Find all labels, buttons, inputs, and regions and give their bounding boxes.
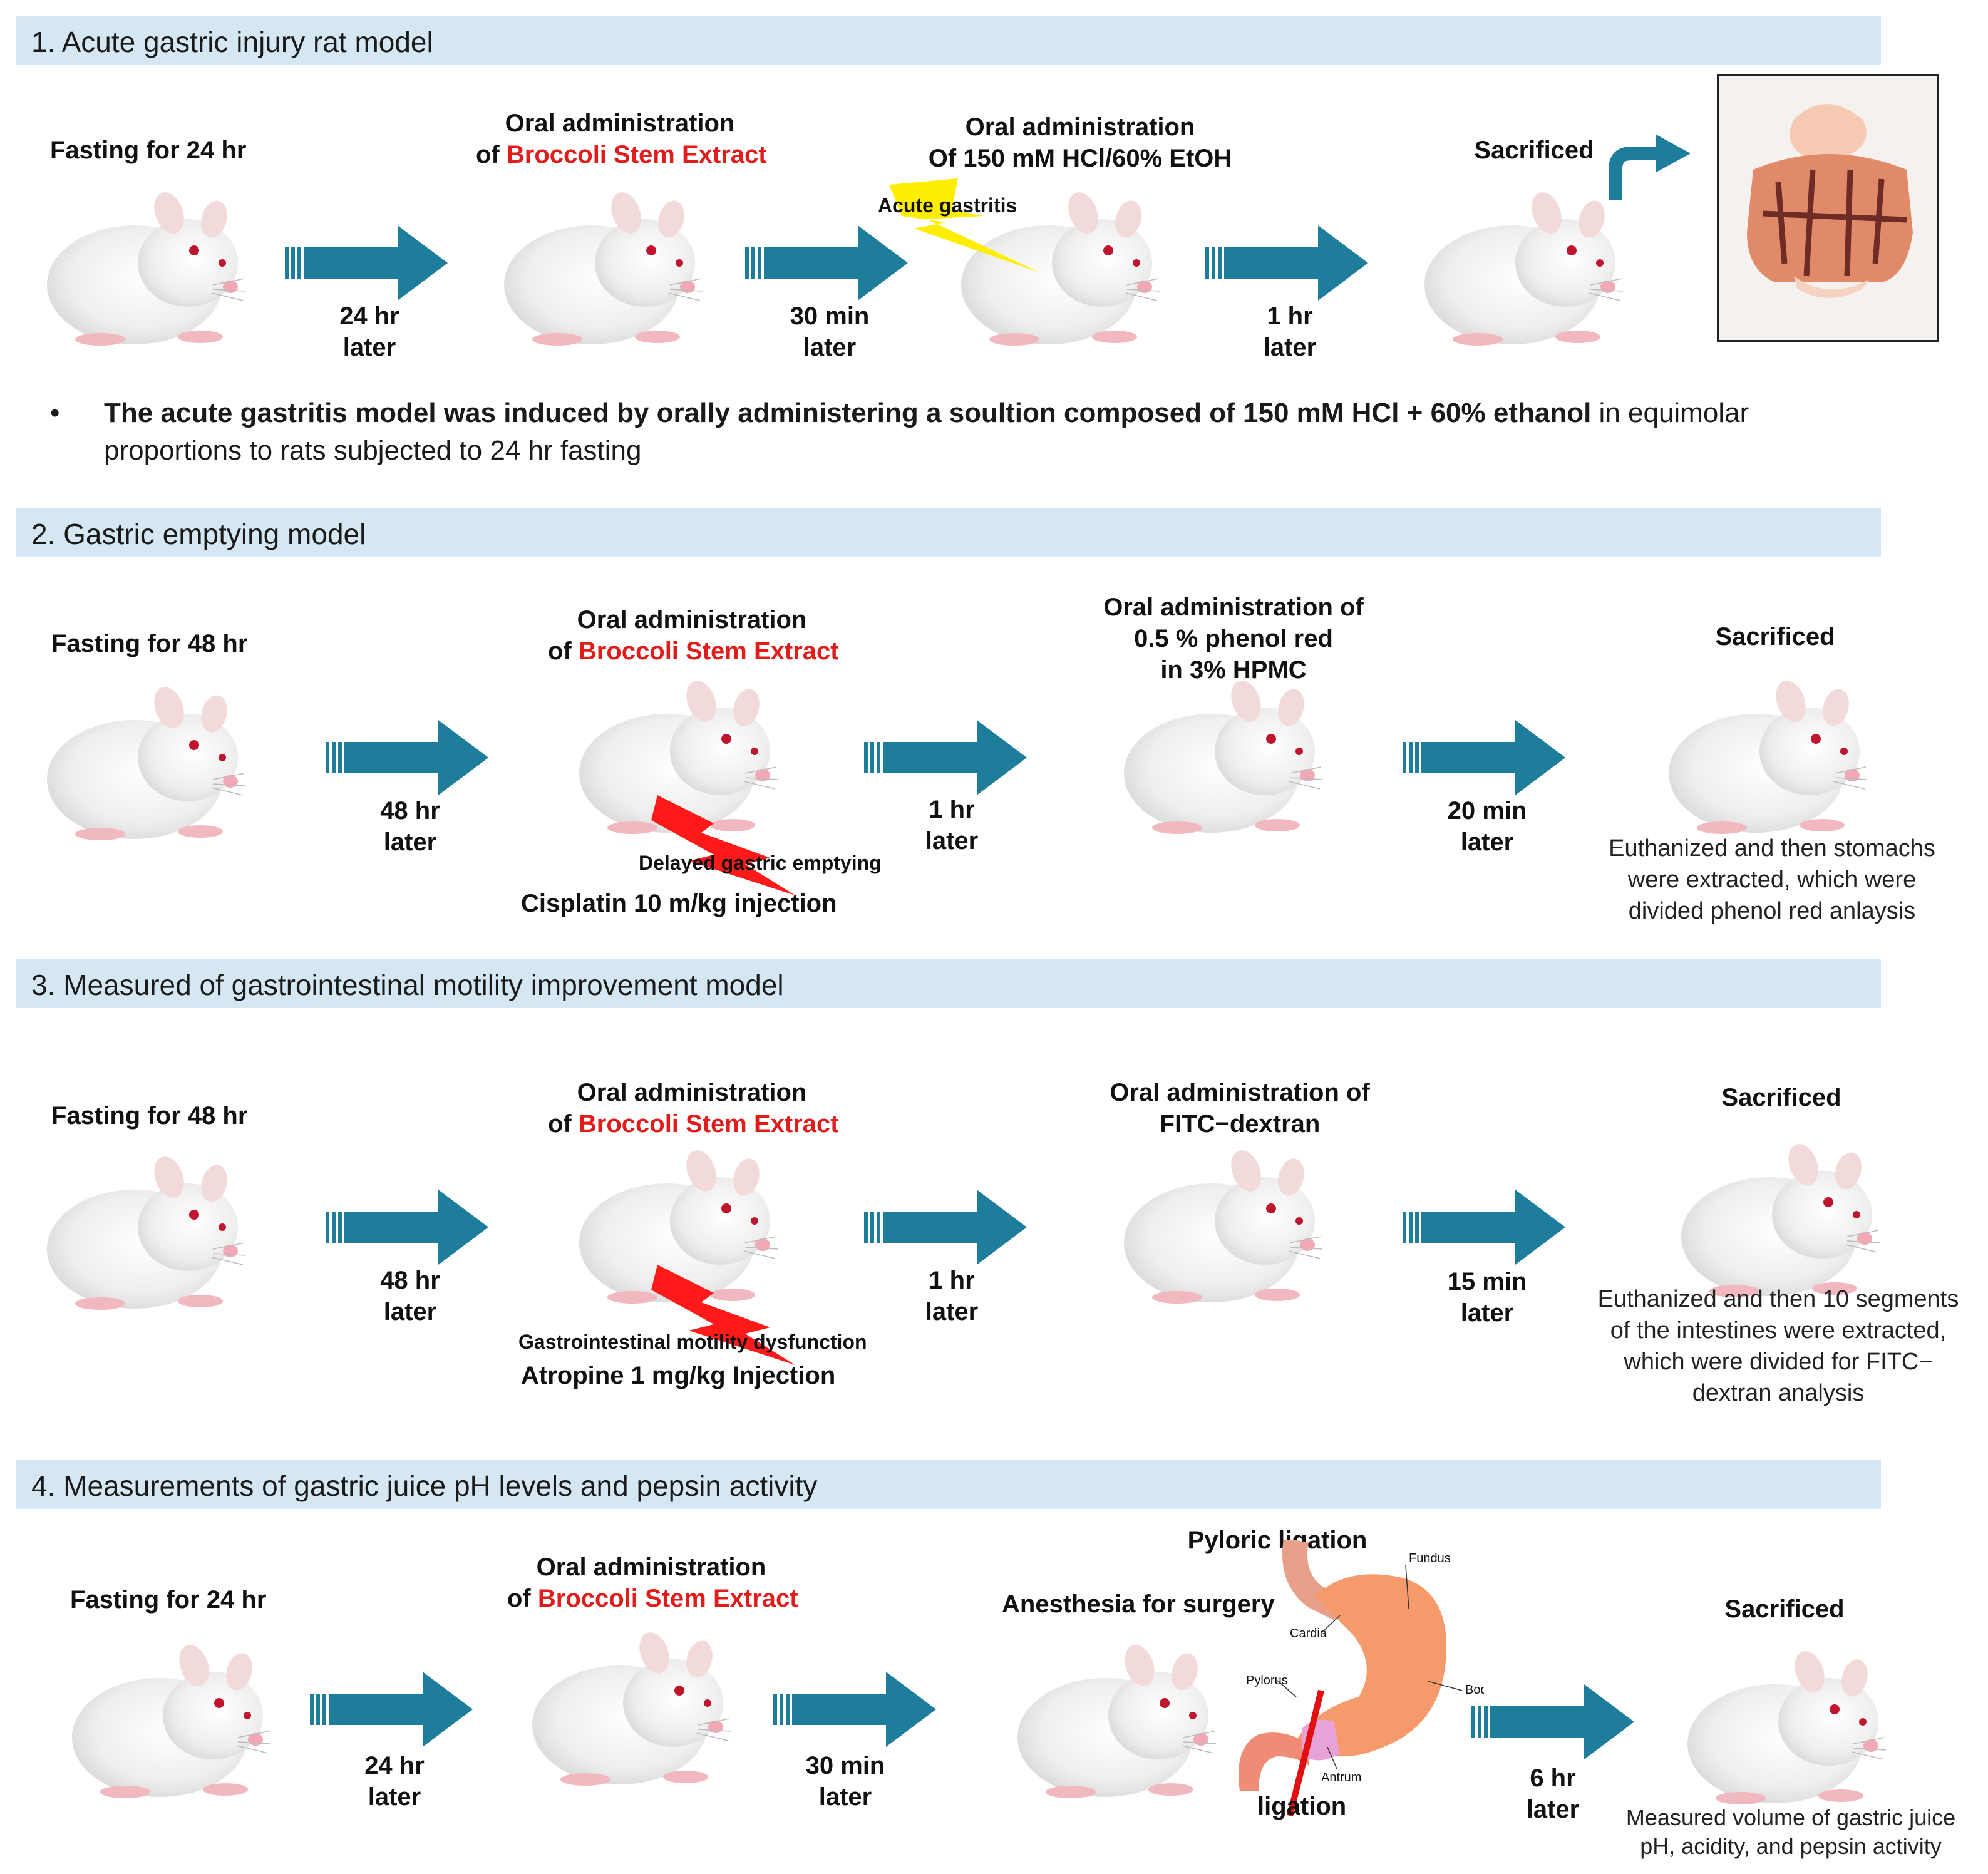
s3-red-lightning-icon <box>651 1265 795 1365</box>
stomach-part-body: Body <box>1465 1683 1484 1697</box>
s1-lightning-label: Acute gastritis <box>878 194 1017 217</box>
s3-rat-1 <box>44 1140 250 1321</box>
section-4-title: 4. Measurements of gastric juice pH leve… <box>31 1470 818 1502</box>
s1-arrow-1 <box>285 225 448 301</box>
s2-step3-label: Oral administration of 0.5 % phenol red … <box>1103 594 1364 684</box>
s1-rat-2 <box>501 175 708 357</box>
s4-arrow-1 <box>310 1672 473 1747</box>
s4-step4-label: Sacrificed <box>1724 1595 1845 1623</box>
s3-rat-3 <box>1121 1133 1327 1315</box>
s1-rat-1 <box>44 175 250 357</box>
s1-yellow-lightning-icon <box>889 178 1039 272</box>
s4-step1-label: Fasting for 24 hr <box>70 1586 267 1614</box>
section-2-title: 2. Gastric emptying model <box>31 518 366 550</box>
s3-step2-label: Oral administration of Broccoli Stem Ext… <box>548 1079 839 1138</box>
s4-rat-1 <box>69 1628 276 1810</box>
s4-rat-3 <box>1014 1628 1221 1810</box>
s1-rat-4 <box>1421 175 1628 357</box>
s4-ligation-label: ligation <box>1257 1793 1347 1820</box>
s3-injection-label: Atropine 1 mg/kg Injection <box>521 1362 836 1389</box>
s3-result-note: Euthanized and then 10 segments of the i… <box>1597 1286 1959 1406</box>
section-1-title: 1. Acute gastric injury rat model <box>31 26 433 58</box>
s4-result-note: Measured volume of gastric juice pH, aci… <box>1625 1804 1956 1859</box>
section-3-header: 3. Measured of gastrointestinal motility… <box>16 959 1881 1008</box>
s1-arrow-2 <box>745 225 908 301</box>
section-4-header: 4. Measurements of gastric juice pH leve… <box>16 1460 1881 1509</box>
stomach-diagram: Fundus Cardia Pylorus Body Antrum <box>1239 1540 1484 1817</box>
s3-lightning-label: Gastrointestinal motility dysfunction <box>518 1331 867 1353</box>
s2-step4-label: Sacrificed <box>1715 623 1835 651</box>
s2-injection-label: Cisplatin 10 m/kg injection <box>521 890 837 917</box>
s1-arrow-3 <box>1205 225 1368 301</box>
s2-red-lightning-icon <box>651 795 795 895</box>
s2-result-note: Euthanized and then stomachs were extrac… <box>1609 835 1935 924</box>
stomach-part-pylorus: Pylorus <box>1246 1674 1288 1687</box>
stomach-part-antrum: Antrum <box>1321 1771 1361 1784</box>
bullet-dot: • <box>50 398 60 428</box>
s3-arrow-2 <box>864 1190 1027 1265</box>
s2-rat-4 <box>1666 664 1872 845</box>
s4-arrow-3 <box>1471 1684 1634 1759</box>
s2-step2-label: Oral administration of Broccoli Stem Ext… <box>548 606 839 665</box>
s1-step1-label: Fasting for 24 hr <box>50 136 247 164</box>
s3-step4-label: Sacrificed <box>1721 1084 1841 1111</box>
s3-rat-4 <box>1678 1127 1885 1309</box>
section-2-header: 2. Gastric emptying model <box>16 508 1881 557</box>
stomach-part-fundus: Fundus <box>1409 1552 1451 1565</box>
s3-arrow-3 <box>1403 1190 1565 1265</box>
s2-arrow-2 <box>864 720 1027 795</box>
section-3-title: 3. Measured of gastrointestinal motility… <box>31 969 784 1001</box>
s4-rat-4 <box>1684 1634 1891 1816</box>
s2-arrow-3 <box>1403 720 1565 795</box>
s2-lightning-label: Delayed gastric emptying <box>639 852 882 874</box>
s1-step3-label: Oral administration Of 150 mM HCl/60% Et… <box>928 113 1232 172</box>
s3-step3-label: Oral administration of FITC−dextran <box>1110 1079 1370 1138</box>
s4-surgery-label: Pyloric ligation <box>1187 1526 1367 1554</box>
stomach-part-cardia: Cardia <box>1290 1627 1327 1640</box>
s2-arrow-1 <box>326 720 488 795</box>
s1-step4-label: Sacrificed <box>1474 136 1594 164</box>
s1-step2-label: Oral administration of Broccoli Stem Ext… <box>476 110 767 168</box>
s2-step1-label: Fasting for 48 hr <box>51 630 248 657</box>
s2-rat-1 <box>44 670 250 852</box>
stomach-tissue-photo <box>1717 74 1939 342</box>
s3-step1-label: Fasting for 48 hr <box>51 1102 248 1130</box>
s3-arrow-1 <box>326 1190 488 1265</box>
s4-step2-label: Oral administration of Broccoli Stem Ext… <box>507 1553 798 1612</box>
section-1-header: 1. Acute gastric injury rat model <box>16 16 1881 65</box>
s1-curved-arrow-icon <box>1609 135 1691 200</box>
s4-arrow-2 <box>773 1672 936 1747</box>
s4-rat-2 <box>529 1615 736 1797</box>
s4-step3-label: Anesthesia for surgery <box>1002 1590 1275 1618</box>
s2-rat-3 <box>1121 664 1327 845</box>
